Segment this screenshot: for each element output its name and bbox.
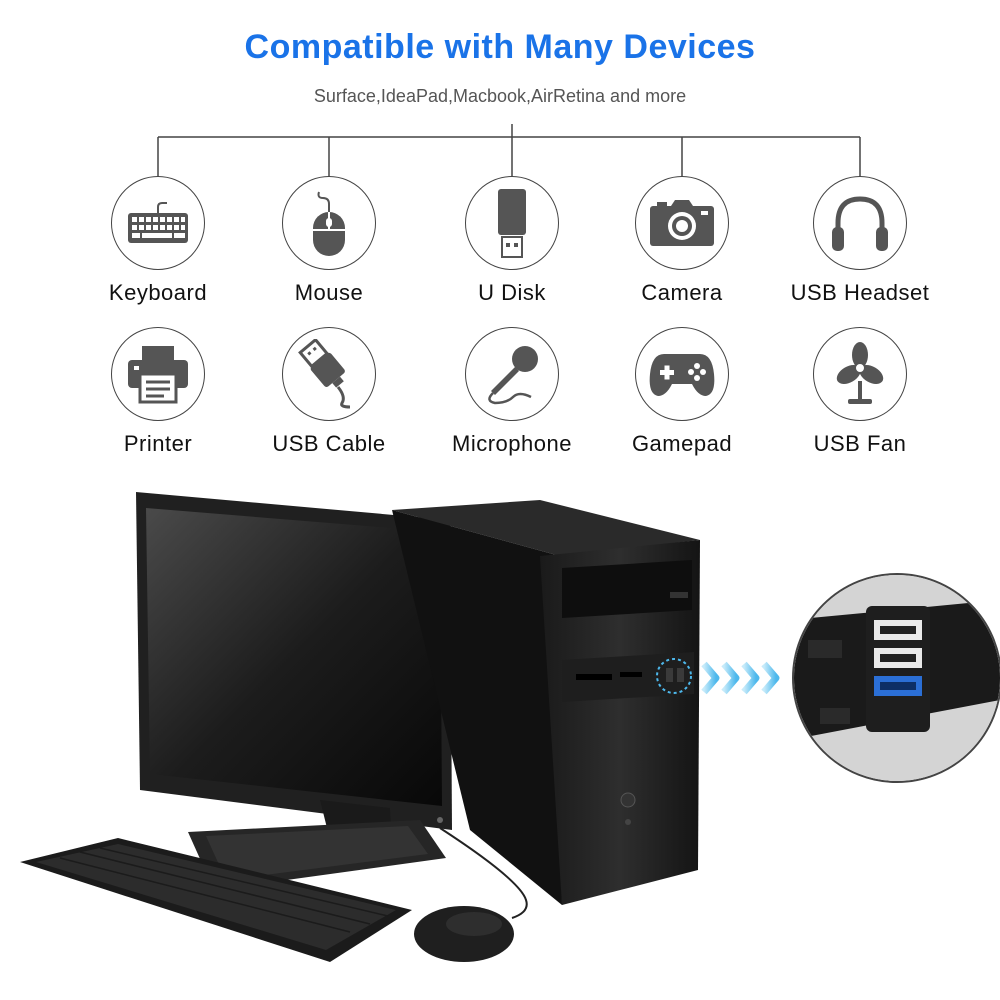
device-u-disk: U Disk: [412, 176, 612, 306]
device-label: Printer: [123, 431, 193, 456]
device-label: USB Headset: [790, 280, 930, 305]
monitor-image: [136, 492, 452, 890]
device-microphone: Microphone: [412, 327, 612, 457]
device-gamepad: Gamepad: [582, 327, 782, 457]
camera-icon: [635, 176, 729, 270]
microphone-icon: [465, 327, 559, 421]
usb-cable-icon: [282, 327, 376, 421]
device-label: Microphone: [452, 431, 572, 456]
arrow-icons: [701, 661, 780, 695]
desktop-tower-image: [392, 500, 700, 905]
fan-icon: [813, 327, 907, 421]
keyboard-icon: [111, 176, 205, 270]
device-label: Mouse: [294, 280, 364, 305]
device-mouse: Mouse: [229, 176, 429, 306]
printer-icon: [111, 327, 205, 421]
keyboard-image: [20, 838, 412, 962]
device-usb-headset: USB Headset: [760, 176, 960, 306]
computer-scene: [20, 492, 1000, 962]
device-label: USB Cable: [272, 431, 386, 456]
mouse-icon: [282, 176, 376, 270]
device-usb-cable: USB Cable: [229, 327, 429, 457]
device-label: USB Fan: [813, 431, 907, 456]
device-label: Gamepad: [631, 431, 733, 456]
page-title: Compatible with Many Devices: [244, 28, 756, 66]
device-camera: Camera: [582, 176, 782, 306]
gamepad-icon: [635, 327, 729, 421]
device-printer: Printer: [58, 327, 258, 457]
headset-icon: [813, 176, 907, 270]
page-subtitle: Surface,IdeaPad,Macbook,AirRetina and mo…: [313, 86, 687, 106]
usb-drive-icon: [465, 176, 559, 270]
device-label: Keyboard: [108, 280, 208, 305]
device-label: Camera: [641, 280, 723, 305]
mouse-image: [414, 827, 528, 962]
device-usb-fan: USB Fan: [760, 327, 960, 457]
connector-lines: [157, 124, 861, 178]
device-label: U Disk: [478, 280, 546, 305]
device-keyboard: Keyboard: [58, 176, 258, 306]
usb-hub-zoom-image: [792, 573, 1000, 783]
